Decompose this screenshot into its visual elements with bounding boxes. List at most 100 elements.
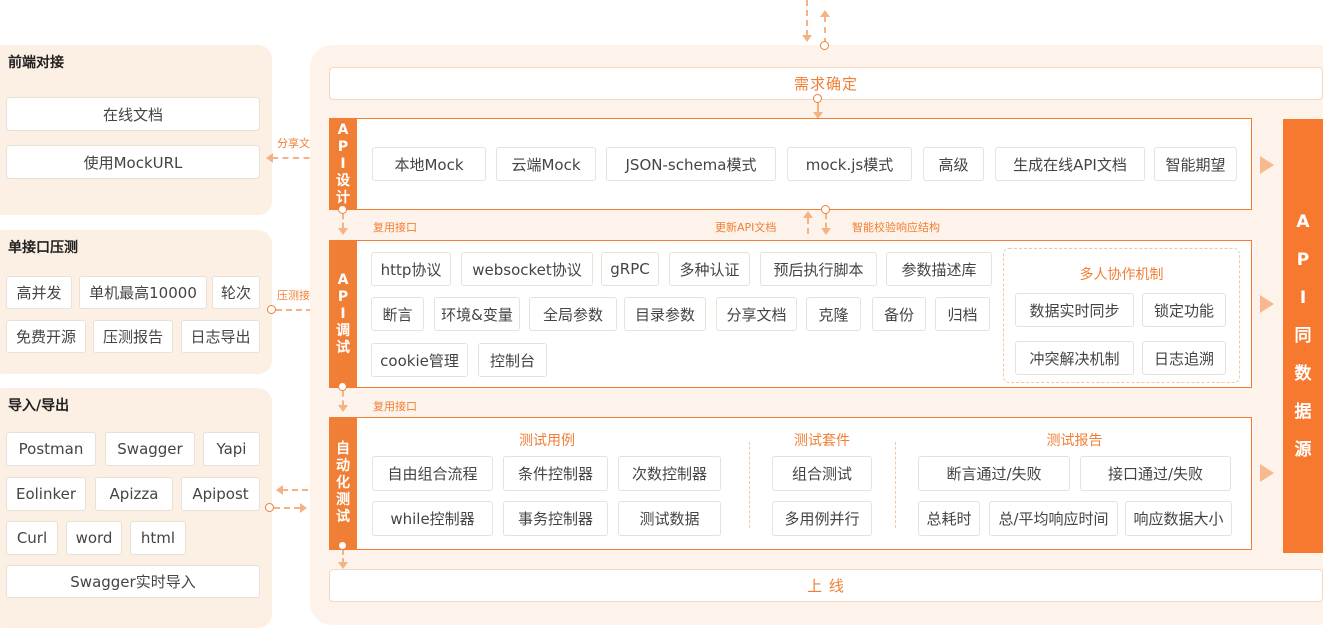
frontend-title: 前端对接 (8, 55, 64, 71)
import-connector-top (282, 489, 318, 491)
design-item-json-schema[interactable]: JSON-schema模式 (606, 147, 776, 181)
reuse-api-label: 复用接口 (373, 400, 417, 413)
debug-item[interactable]: 归档 (935, 297, 990, 331)
arrow-down-icon (802, 35, 812, 42)
debug-item[interactable]: websocket协议 (461, 252, 593, 286)
online-doc-item[interactable]: 在线文档 (6, 97, 260, 131)
connector-dot (267, 305, 276, 314)
arrow-right-icon (300, 503, 307, 513)
case-item[interactable]: 事务控制器 (503, 501, 608, 536)
mock-url-item[interactable]: 使用MockURL (6, 145, 260, 179)
design-item-local-mock[interactable]: 本地Mock (372, 147, 486, 181)
release-connector (342, 550, 344, 563)
connector-dot (338, 541, 347, 550)
report-item[interactable]: 接口通过/失败 (1080, 456, 1231, 491)
debug-item[interactable]: 预后执行脚本 (760, 252, 877, 286)
connector-dot (821, 205, 830, 214)
debug-item[interactable]: 环境&变量 (434, 297, 520, 331)
collab-item[interactable]: 数据实时同步 (1015, 293, 1134, 327)
pressure-item[interactable]: 免费开源 (6, 320, 86, 353)
import-item[interactable]: Curl (6, 521, 58, 555)
connector-dot (338, 205, 347, 214)
requirement-stage[interactable]: 需求确定 (329, 67, 1323, 100)
import-item[interactable]: Apipost (181, 477, 260, 511)
top-connector-right (824, 16, 826, 44)
pressure-item[interactable]: 单机最高10000 (79, 276, 207, 309)
pressure-api-connector (276, 309, 322, 311)
debug-item[interactable]: 分享文档 (716, 297, 797, 331)
suite-item[interactable]: 多用例并行 (772, 501, 872, 536)
arrow-up-icon (820, 10, 830, 17)
case-item[interactable]: 测试数据 (618, 501, 721, 536)
case-item[interactable]: 自由组合流程 (372, 456, 493, 491)
debug-item[interactable]: 全局参数 (529, 297, 617, 331)
case-item[interactable]: 次数控制器 (618, 456, 721, 491)
debug-item[interactable]: 目录参数 (624, 297, 706, 331)
import-item[interactable]: Swagger实时导入 (6, 565, 260, 598)
design-item-online-doc[interactable]: 生成在线API文档 (995, 147, 1145, 181)
design-item-smart-expect[interactable]: 智能期望 (1154, 147, 1237, 181)
smart-validate-label: 智能校验响应结构 (852, 221, 940, 234)
debug-item[interactable]: 控制台 (478, 343, 547, 377)
top-connector-left (806, 0, 808, 36)
debug-item[interactable]: 参数描述库 (886, 252, 992, 286)
report-item[interactable]: 总耗时 (918, 501, 980, 536)
debug-item[interactable]: http协议 (371, 252, 451, 286)
report-title: 测试报告 (1046, 433, 1103, 449)
collab-item[interactable]: 锁定功能 (1142, 293, 1226, 327)
pressure-item[interactable]: 高并发 (6, 276, 72, 309)
case-item[interactable]: 条件控制器 (503, 456, 608, 491)
suite-item[interactable]: 组合测试 (772, 456, 872, 491)
update-api-doc-label: 更新API文档 (715, 221, 777, 234)
report-item[interactable]: 总/平均响应时间 (989, 501, 1118, 536)
collab-item[interactable]: 日志追溯 (1142, 341, 1226, 375)
pressure-item[interactable]: 日志导出 (181, 320, 260, 353)
section-divider (895, 442, 896, 528)
report-item[interactable]: 断言通过/失败 (918, 456, 1070, 491)
debug-item[interactable]: 多种认证 (669, 252, 750, 286)
collab-item[interactable]: 冲突解决机制 (1015, 341, 1134, 375)
import-item[interactable]: Swagger (105, 432, 195, 466)
connector-dot (265, 503, 274, 512)
debug-item[interactable]: 备份 (872, 297, 926, 331)
debug-item[interactable]: 断言 (371, 297, 424, 331)
arrow-left-icon (266, 153, 273, 163)
debug-item[interactable]: cookie管理 (371, 343, 468, 377)
section-divider (749, 442, 750, 528)
collab-box (1003, 248, 1240, 383)
import-item[interactable]: Apizza (95, 477, 173, 511)
report-item[interactable]: 响应数据大小 (1125, 501, 1232, 536)
reuse-api-label: 复用接口 (373, 221, 417, 234)
import-item[interactable]: Postman (6, 432, 96, 466)
auto-test-tab: 自动化测试 (329, 417, 357, 550)
validate-connector (825, 214, 827, 228)
debug-item[interactable]: gRPC (601, 252, 659, 286)
arrow-right-icon (1260, 156, 1274, 174)
suites-title: 测试套件 (794, 433, 850, 449)
arrow-down-icon (338, 228, 348, 235)
share-doc-connector (272, 157, 320, 159)
pressure-item[interactable]: 压测报告 (93, 320, 173, 353)
import-item[interactable]: html (130, 521, 186, 555)
cases-title: 测试用例 (519, 433, 575, 449)
design-item-mockjs[interactable]: mock.js模式 (787, 147, 912, 181)
design-item-cloud-mock[interactable]: 云端Mock (496, 147, 596, 181)
arrow-down-icon (821, 228, 831, 235)
debug-item[interactable]: 克隆 (806, 297, 861, 331)
arrow-left-icon (276, 485, 283, 495)
connector-dot (820, 41, 829, 50)
collab-title: 多人协作机制 (1079, 267, 1164, 283)
pressure-item[interactable]: 轮次 (212, 276, 260, 309)
arrow-down-icon (813, 112, 823, 119)
import-item[interactable]: Eolinker (6, 477, 86, 511)
pressure-title: 单接口压测 (8, 240, 78, 256)
arrow-down-icon (338, 405, 348, 412)
design-item-advanced[interactable]: 高级 (923, 147, 984, 181)
release-stage[interactable]: 上 线 (329, 569, 1323, 602)
case-item[interactable]: while控制器 (372, 501, 493, 536)
import-item[interactable]: word (66, 521, 122, 555)
import-item[interactable]: Yapi (203, 432, 260, 466)
